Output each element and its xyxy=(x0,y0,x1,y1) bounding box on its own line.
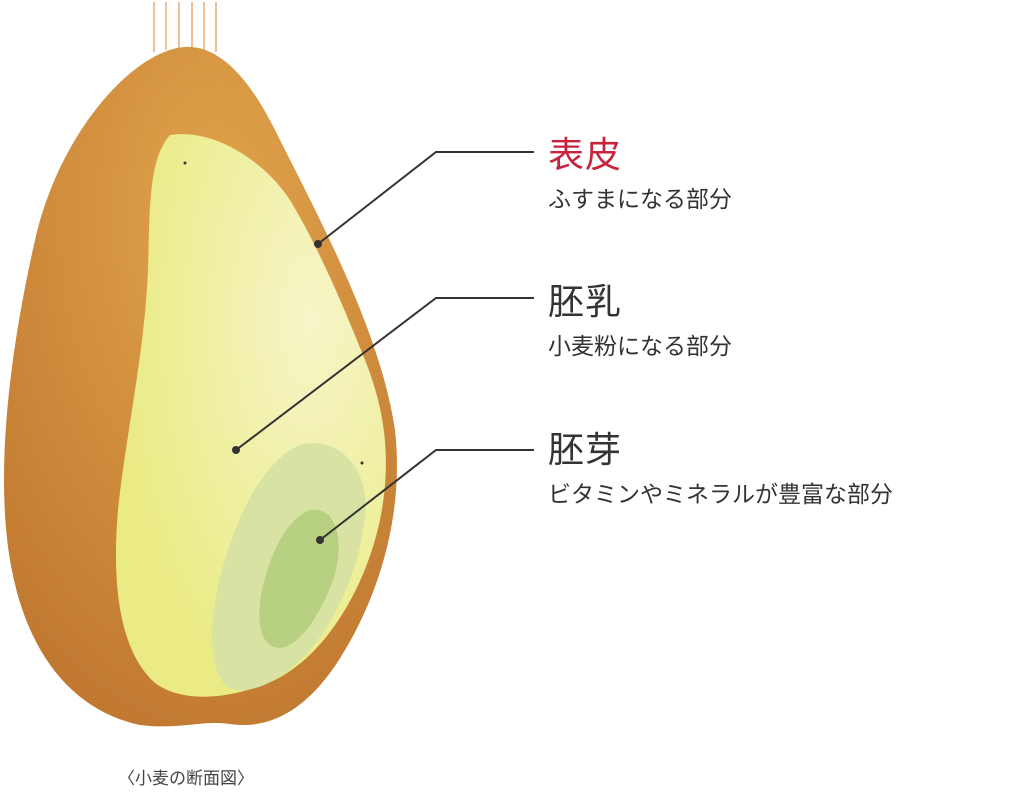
leader-dot-endosperm xyxy=(232,446,240,454)
speck xyxy=(360,461,364,465)
speck xyxy=(183,161,187,165)
leader-dots xyxy=(183,161,364,544)
label-germ-title: 胚芽 xyxy=(548,430,623,471)
label-endosperm-title: 胚乳 xyxy=(548,282,623,323)
leader-line-bran xyxy=(317,151,534,245)
leader-line-endosperm xyxy=(235,297,534,451)
leader-dot-germ xyxy=(316,536,324,544)
germ-inner xyxy=(259,509,339,648)
leader-line-germ xyxy=(319,449,534,541)
label-germ: 胚芽 ビタミンやミネラルが豊富な部分 xyxy=(548,431,893,509)
wheat-hairs xyxy=(153,2,217,52)
label-germ-desc: ビタミンやミネラルが豊富な部分 xyxy=(548,482,893,508)
label-bran-title: 表皮 xyxy=(548,135,623,176)
label-endosperm: 胚乳 小麦粉になる部分 xyxy=(548,283,732,361)
label-endosperm-desc: 小麦粉になる部分 xyxy=(548,334,732,360)
diagram-caption: 〈小麦の断面図〉 xyxy=(118,769,254,789)
leader-dot-bran xyxy=(314,240,322,248)
leader-lines xyxy=(235,151,534,541)
label-bran-desc: ふすまになる部分 xyxy=(548,187,732,213)
label-bran: 表皮 ふすまになる部分 xyxy=(548,136,732,214)
